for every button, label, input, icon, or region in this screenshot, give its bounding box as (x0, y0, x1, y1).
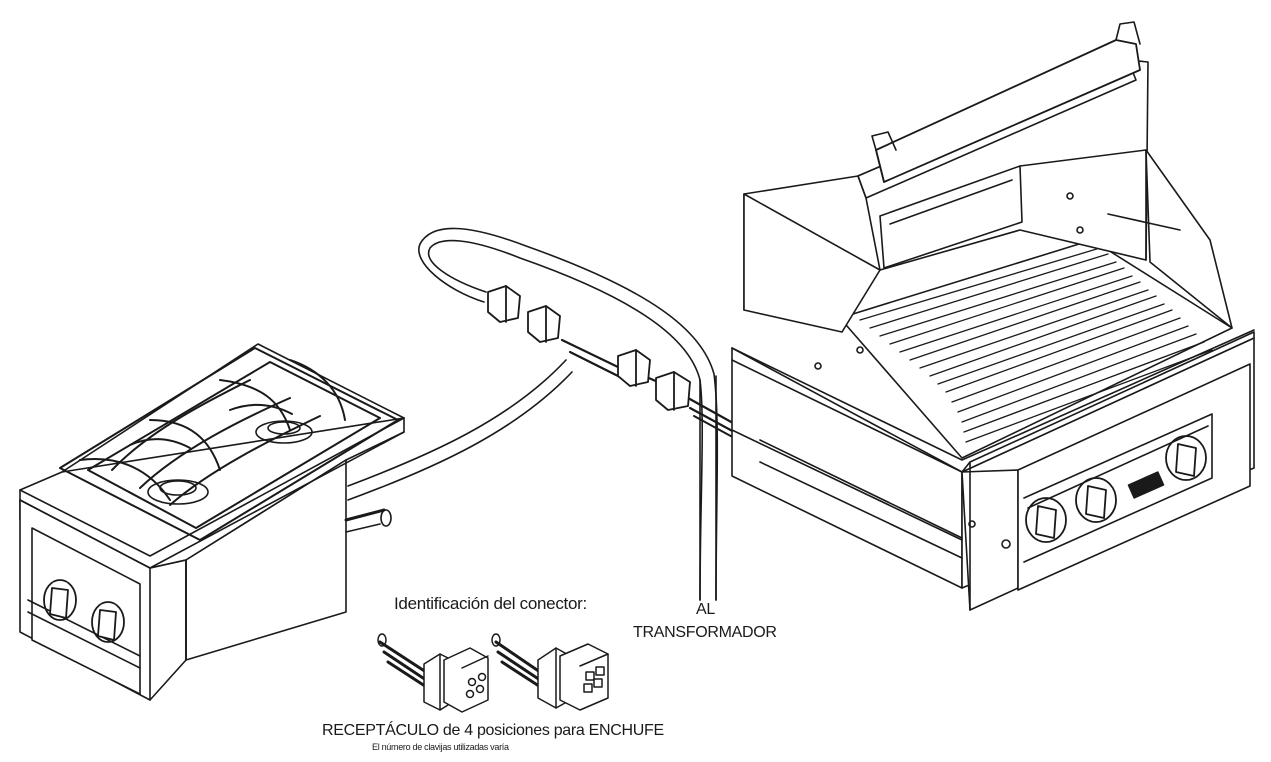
burner-grate (60, 348, 398, 540)
side-burner-unit (20, 344, 404, 700)
grill-grates (860, 248, 1212, 442)
grill-unit (732, 22, 1254, 610)
grill-logo-plate (1129, 472, 1164, 498)
al-label: AL (696, 601, 715, 618)
harness-connector (488, 286, 690, 410)
receptacle-label: RECEPTÁCULO de 4 posiciones para ENCHUFE (322, 722, 664, 739)
grill-knobs (1026, 436, 1206, 542)
connector-id-label: Identificación del conector: (394, 594, 587, 613)
side-burner-knobs (44, 580, 124, 642)
connector-illustration-right (492, 634, 608, 710)
wiring-harness (348, 228, 760, 600)
connector-illustration-left (378, 634, 488, 712)
pins-note-label: El número de clavijas utilizadas varía (372, 742, 509, 752)
transformer-label: TRANSFORMADOR (633, 624, 777, 641)
